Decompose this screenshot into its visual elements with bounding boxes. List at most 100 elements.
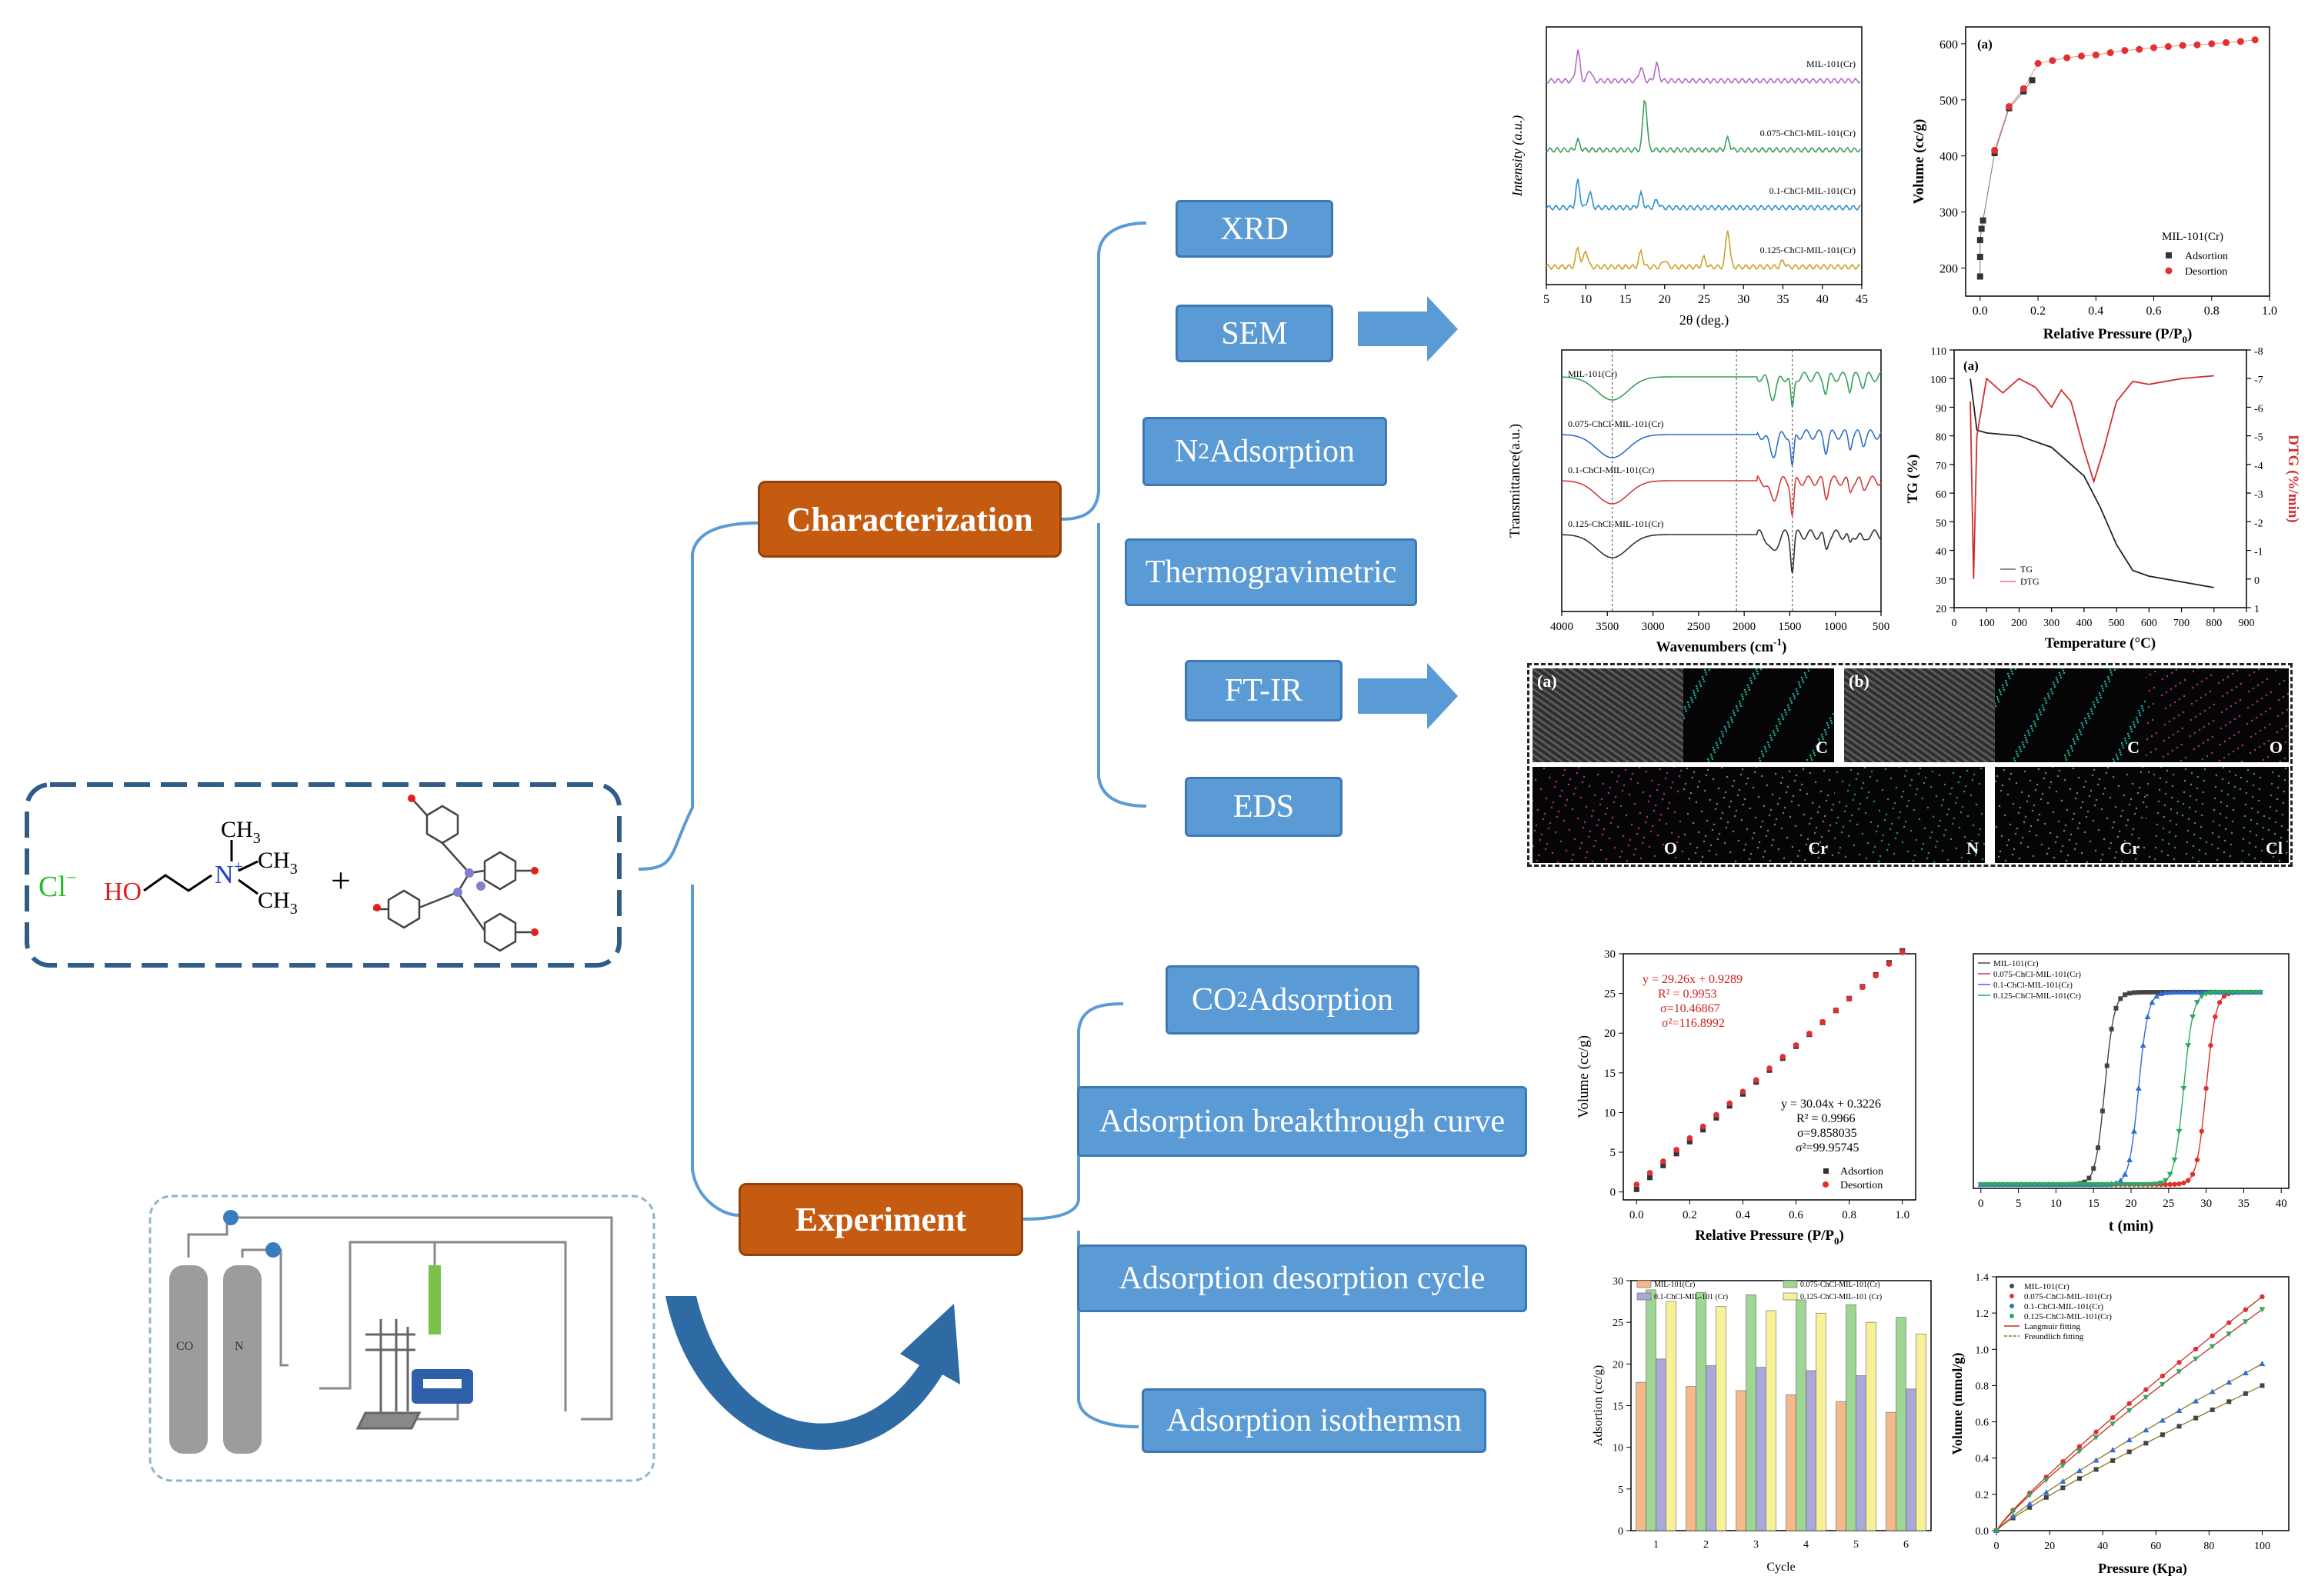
co2-y-tick-label: 5 xyxy=(1610,1147,1616,1159)
cyc-legend-label: 0.1-ChCl-MIL-101 (Cr) xyxy=(1654,1293,1728,1301)
iso-x-tick-label: 20 xyxy=(2044,1541,2055,1552)
plus-sign: + xyxy=(331,861,351,900)
bt-point xyxy=(2193,1000,2200,1006)
iso-point xyxy=(2160,1432,2165,1438)
column-rig xyxy=(355,1319,422,1430)
bt-point xyxy=(2153,1181,2160,1188)
tg-yr-tick-label: -7 xyxy=(2254,375,2263,386)
iso-point xyxy=(2210,1407,2215,1412)
bt-point xyxy=(2122,1181,2129,1188)
n2-rest: Adsorption xyxy=(1209,434,1356,469)
bt-point xyxy=(2239,990,2246,996)
tg-yr-tick-label: -1 xyxy=(2254,547,2263,558)
cyc-legend-swatch xyxy=(1783,1292,1798,1301)
bt-point xyxy=(2117,1181,2124,1188)
ftir-series-label: MIL-101(Cr) xyxy=(1568,368,1617,379)
bt-point xyxy=(2130,1128,2137,1134)
co2-x-tick-label: 0.0 xyxy=(1629,1209,1644,1221)
eds-map-cell: O xyxy=(1533,767,1683,863)
n-plus-text: N+ xyxy=(215,857,243,889)
iso-point xyxy=(2043,1494,2049,1500)
co2-des-point xyxy=(1793,1042,1799,1048)
bt-point xyxy=(2171,1158,2178,1164)
bt-point xyxy=(2099,1182,2106,1188)
n2-des-point xyxy=(2208,40,2216,48)
bt-point xyxy=(2013,1182,2020,1188)
co2-x-tick-label: 0.6 xyxy=(1789,1209,1803,1221)
n2-y-tick-label: 200 xyxy=(1939,263,1958,276)
cyc-y-tick-label: 0 xyxy=(1618,1526,1623,1538)
bt-point xyxy=(2221,994,2227,999)
iso-point xyxy=(2259,1307,2266,1313)
n2-des-point xyxy=(2034,59,2042,67)
bt-point xyxy=(2081,1182,2088,1188)
valve-icon xyxy=(265,1242,281,1258)
tg-yl-tick-label: 40 xyxy=(1936,547,1946,558)
eds-map-label: Cr xyxy=(1808,838,1828,858)
bt-point xyxy=(2176,989,2183,995)
cyc-x-tick-label: 2 xyxy=(1703,1539,1709,1551)
iso-point xyxy=(2243,1391,2248,1396)
bt-point xyxy=(2113,1181,2120,1188)
tg-yr-tick-label: -8 xyxy=(2254,346,2263,358)
plot-frame xyxy=(1996,1276,2290,1531)
tg-legend-dtg: DTG xyxy=(2020,576,2040,587)
iso-point xyxy=(2259,1361,2266,1367)
bt-point xyxy=(2009,1182,2016,1188)
co2-des-point xyxy=(1660,1158,1666,1165)
iso-x-tick-label: 0 xyxy=(1994,1541,1999,1552)
bt-point xyxy=(2153,993,2160,999)
iso-legend-label: 0.075-ChCl-MIL-101(Cr) xyxy=(2024,1292,2112,1301)
cyc-y-tick-label: 5 xyxy=(1618,1484,1623,1496)
breakthrough-node: Adsorption breakthrough curve xyxy=(1077,1086,1527,1157)
tg-x-tick-label: 0 xyxy=(1952,618,1957,629)
co2-fit1-text: σ=10.46867 xyxy=(1660,1002,1720,1015)
iso-point xyxy=(2242,1370,2249,1376)
iso-point xyxy=(2193,1346,2199,1352)
n2-des-point xyxy=(2251,36,2259,44)
n2-des-point xyxy=(2005,103,2013,111)
reactant-box xyxy=(25,782,622,968)
iso-point xyxy=(2060,1485,2066,1491)
xrd-x-tick-label: 25 xyxy=(1698,293,1710,306)
n2-ads-point xyxy=(1976,253,1983,260)
iso-y-tick-label: 0.0 xyxy=(1976,1526,1989,1538)
xrd-x-tick-label: 15 xyxy=(1619,293,1632,306)
thermogravimetric-node: Thermogravimetric xyxy=(1125,538,1417,606)
bt-point xyxy=(2149,999,2156,1005)
n2-y-tick-label: 500 xyxy=(1939,95,1958,108)
cyc-bar xyxy=(1706,1365,1716,1531)
bt-point xyxy=(2163,1181,2169,1188)
bt-point xyxy=(2199,1128,2204,1134)
iso-point xyxy=(2126,1449,2132,1454)
bt-point xyxy=(2166,1171,2173,1178)
bt-point xyxy=(2000,1182,2007,1188)
n2-n: N xyxy=(1174,434,1199,469)
co2-des-point xyxy=(1766,1065,1773,1071)
iso-point xyxy=(2110,1421,2116,1428)
xrd-x-tick-label: 45 xyxy=(1856,293,1868,306)
iso-point xyxy=(2110,1414,2116,1421)
n2-des-point xyxy=(2136,45,2143,53)
co2-x-tick-label: 0.4 xyxy=(1736,1209,1750,1221)
iso-point xyxy=(2159,1381,2166,1388)
bt-series-line xyxy=(1980,991,2263,1185)
bt-point xyxy=(2040,1182,2047,1188)
ftir-x-tick-label: 1000 xyxy=(1824,621,1847,633)
co2-des-point xyxy=(1779,1054,1786,1060)
co2-fit2-text: σ=9.858035 xyxy=(1797,1127,1857,1140)
cyc-bar xyxy=(1686,1386,1696,1531)
n2-x-tick-label: 0.4 xyxy=(2088,305,2103,318)
co2-x-tick-label: 0.2 xyxy=(1683,1209,1697,1221)
bt-legend-label: MIL-101(Cr) xyxy=(1993,959,2039,968)
bt-xlabel: t (min) xyxy=(2109,1218,2153,1234)
bt-point xyxy=(2096,1145,2101,1151)
co2-des-point xyxy=(1859,984,1866,991)
cyc-legend-label: 0.075-ChCl-MIL-101(Cr) xyxy=(1800,1281,1880,1289)
cyc-x-tick-label: 5 xyxy=(1853,1539,1859,1551)
cyc-y-tick-label: 10 xyxy=(1613,1443,1623,1454)
